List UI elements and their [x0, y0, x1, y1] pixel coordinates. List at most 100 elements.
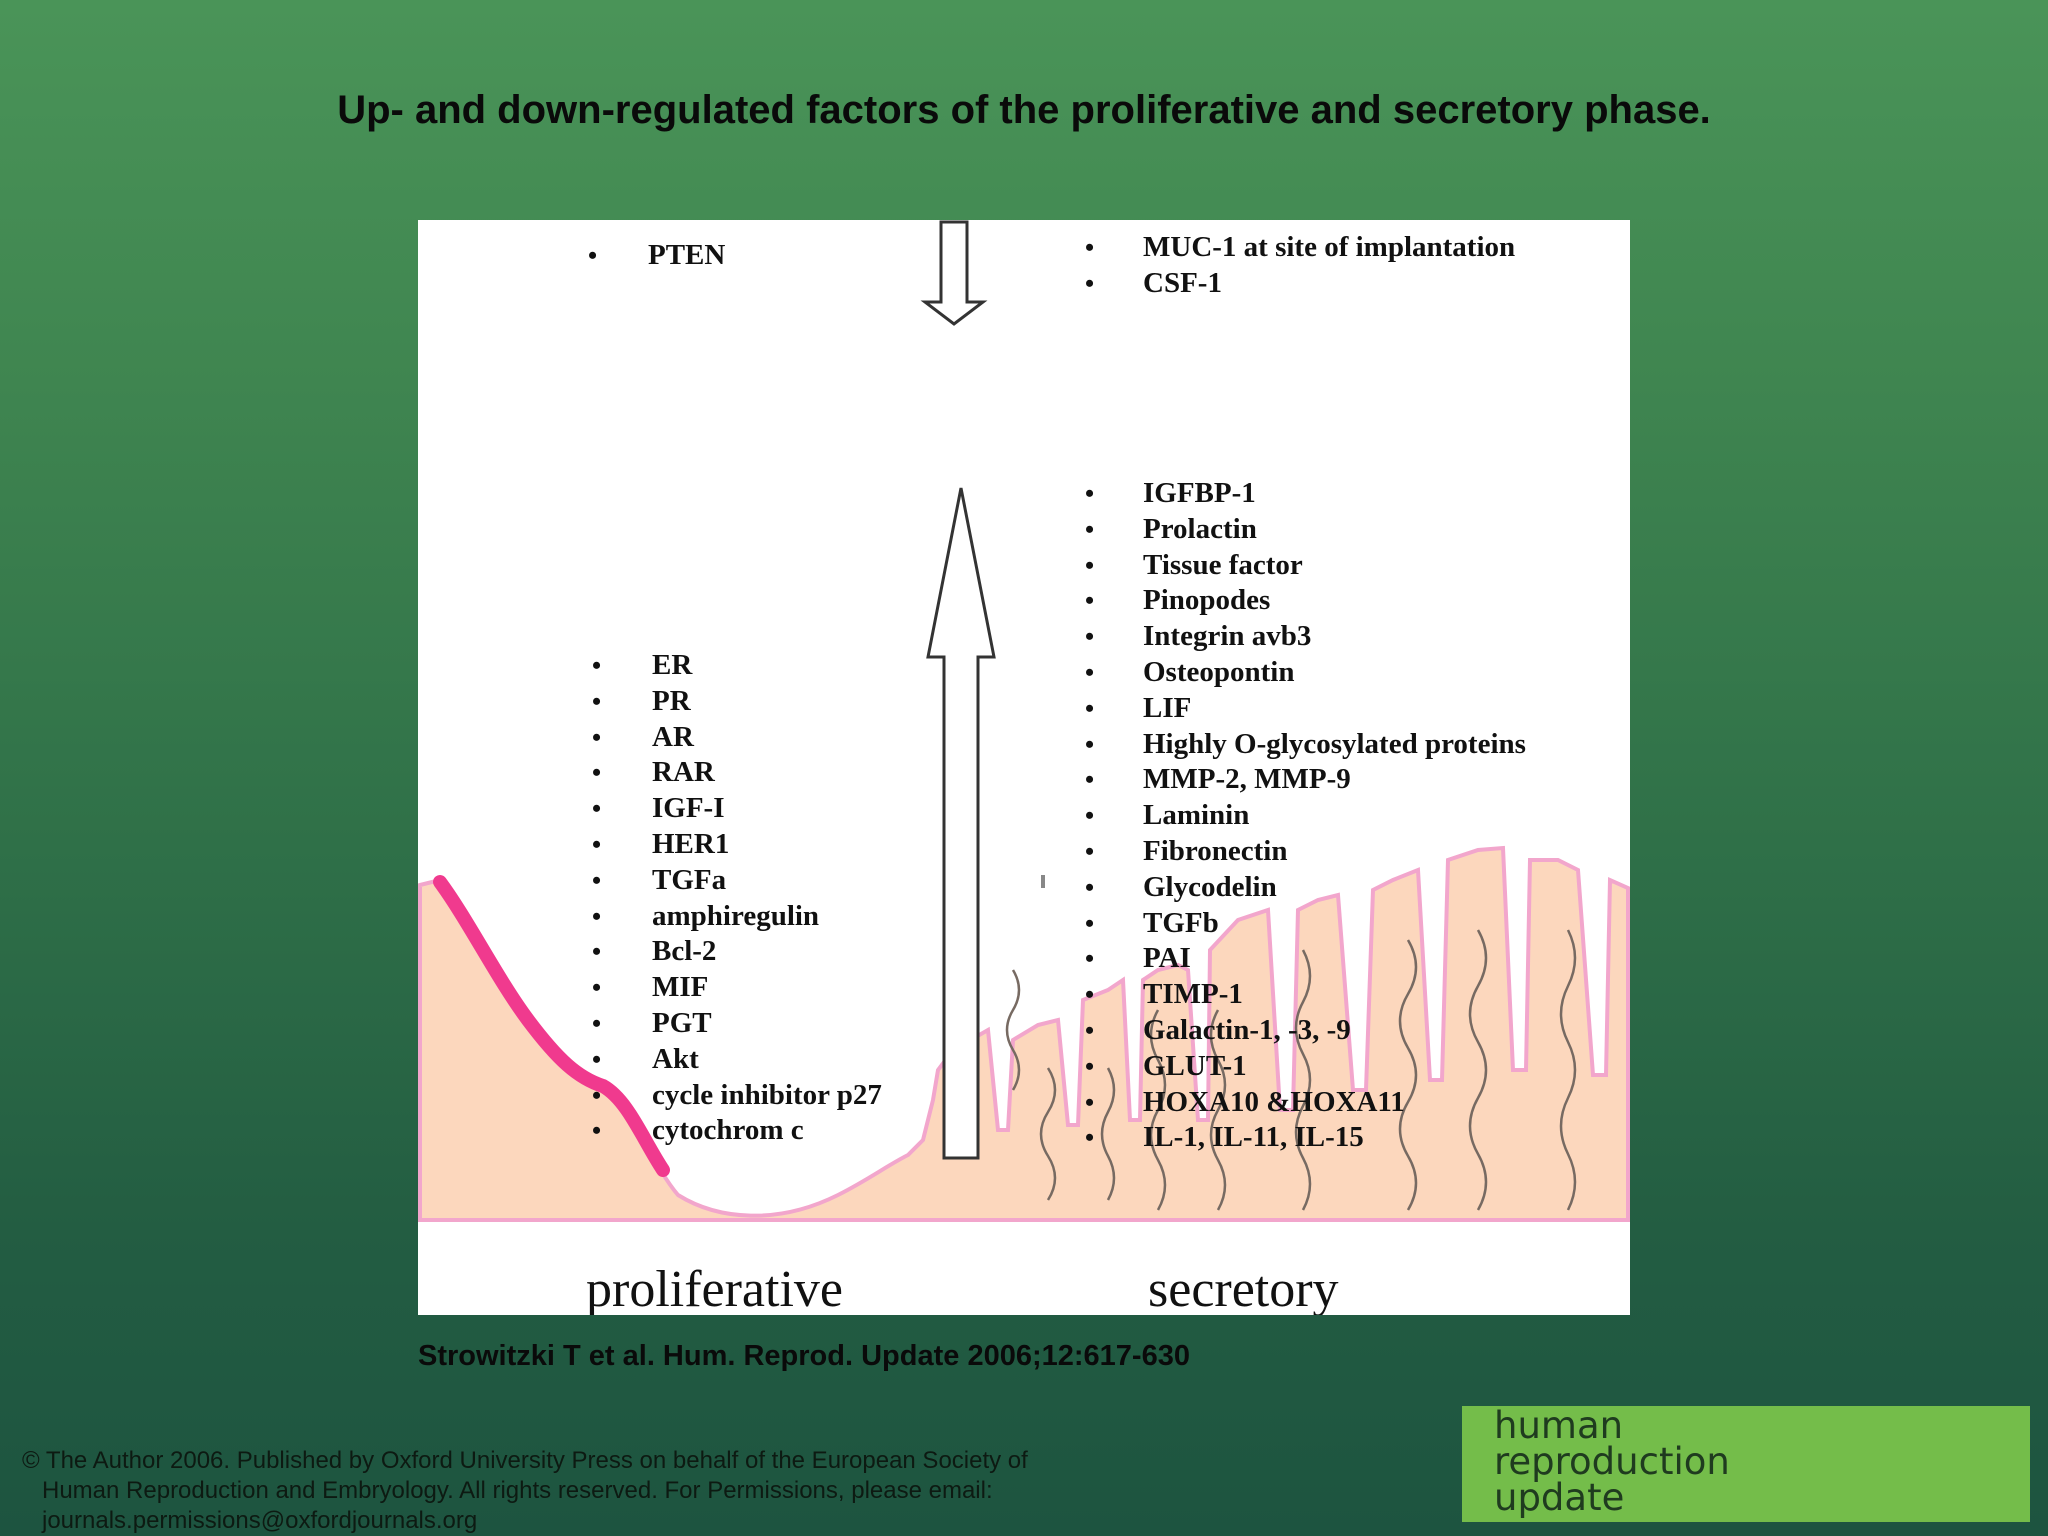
bullet-icon: • [592, 937, 602, 967]
bullet-icon: • [1085, 622, 1095, 652]
copyright-line: journals.permissions@oxfordjournals.org [42, 1507, 478, 1534]
list-item-label: PAI [1143, 942, 1191, 975]
list-item-label: cytochrom c [652, 1114, 804, 1147]
gland-line [1039, 1067, 1057, 1201]
bullet-icon: • [1085, 729, 1095, 759]
figure-panel: • PTEN • MUC-1 at site of implantation • CS… [418, 220, 1630, 1315]
gland-lines [1005, 929, 1577, 1211]
bullet-icon: • [1085, 765, 1095, 795]
bullet-icon: • [1085, 268, 1095, 298]
bullet-icon: • [592, 973, 602, 1003]
list-item-label: Tissue factor [1143, 548, 1303, 581]
copyright-line: Human Reproduction and Embryology. All r… [42, 1477, 993, 1504]
gland-line [1398, 939, 1418, 1211]
logo-line: update [1494, 1476, 1625, 1519]
bullet-icon: • [592, 722, 602, 752]
list-item-label: amphiregulin [652, 899, 820, 932]
gland-line [1149, 1009, 1167, 1211]
bullet-icon: • [592, 1116, 602, 1146]
gland-line [1559, 929, 1577, 1211]
slide-title: Up- and down-regulated factors of the pr… [337, 88, 1711, 132]
bullet-icon: • [588, 241, 598, 270]
copyright-line: © The Author 2006. Published by Oxford U… [22, 1447, 1028, 1474]
bullet-icon: • [1085, 657, 1095, 687]
endometrium-illustration [418, 220, 1630, 1222]
bullet-icon: • [1085, 1087, 1095, 1117]
list-item-label: PR [652, 684, 691, 717]
bullet-icon: • [1085, 550, 1095, 580]
list-item-label: IL-1, IL-11, IL-15 [1143, 1121, 1364, 1154]
bullet-icon: • [1085, 233, 1095, 262]
list-item-label: cycle inhibitor p27 [652, 1078, 882, 1111]
list-item-label: TGFb [1143, 906, 1219, 939]
bullet-icon: • [1085, 980, 1095, 1010]
bullet-icon: • [592, 794, 602, 824]
gland-line [1468, 929, 1488, 1211]
proliferative-label: proliferative [586, 1261, 843, 1315]
bullet-icon: • [592, 829, 602, 859]
list-item-label: PGT [652, 1006, 712, 1039]
list-item-label: GLUT-1 [1143, 1049, 1247, 1082]
bullet-icon: • [1085, 836, 1095, 866]
list-item-label: MMP-2, MMP-9 [1143, 763, 1351, 796]
down-arrow-icon [920, 220, 988, 326]
list-item-label: AR [652, 720, 694, 753]
bullet-icon: • [1085, 479, 1095, 508]
bullet-icon: • [592, 1008, 602, 1038]
list-item-label: PTEN [648, 239, 726, 271]
gland-line [1209, 1009, 1227, 1211]
list-item-label: Pinopodes [1143, 584, 1271, 617]
bullet-icon: • [1085, 586, 1095, 616]
bullet-icon: • [1085, 1015, 1095, 1045]
bullet-icon: • [1085, 1123, 1095, 1153]
bullet-icon: • [592, 865, 602, 895]
bullet-icon: • [592, 758, 602, 788]
list-item-label: CSF-1 [1143, 266, 1222, 299]
bullet-icon: • [1085, 514, 1095, 544]
gland-line [1294, 949, 1312, 1211]
bullet-icon: • [1085, 1051, 1095, 1081]
list-item-label: Bcl-2 [652, 935, 717, 968]
secretory-label: secretory [1148, 1261, 1339, 1315]
tick-mark [1041, 875, 1045, 888]
bullet-icon: • [592, 686, 602, 716]
list-item-label: TIMP-1 [1143, 978, 1243, 1011]
bullet-icon: • [592, 1080, 602, 1110]
list-item-label: MUC-1 at site of implantation [1143, 231, 1516, 263]
up-arrow-icon [926, 487, 996, 1160]
list-item-label: Galactin-1, -3, -9 [1143, 1013, 1351, 1046]
list-item-label: Osteopontin [1143, 655, 1295, 688]
list-item-label: HOXA10 &HOXA11 [1143, 1085, 1405, 1118]
list-item-label: IGFBP-1 [1143, 477, 1256, 509]
list-item-label: RAR [652, 756, 715, 789]
list-item-label: Glycodelin [1143, 870, 1277, 903]
list-item-label: Highly O-glycosylated proteins [1143, 727, 1526, 760]
list-item-label: TGFa [652, 863, 727, 896]
tissue-body [418, 845, 1630, 1222]
epithelium-line [433, 875, 670, 1177]
list-item-label: Prolactin [1143, 512, 1257, 545]
logo-line: reproduction [1494, 1440, 1730, 1483]
list-item-label: MIF [652, 971, 709, 1004]
bullet-icon: • [592, 901, 602, 931]
bullet-icon: • [592, 1044, 602, 1074]
list-item-label: Integrin avb3 [1143, 620, 1312, 653]
bullet-icon: • [1085, 908, 1095, 938]
list-item-label: HER1 [652, 827, 730, 860]
bullet-icon: • [1085, 872, 1095, 902]
list-item-label: ER [652, 649, 693, 681]
bullet-icon: • [1085, 801, 1095, 831]
bullet-icon: • [592, 651, 602, 680]
gland-line [1005, 969, 1021, 1091]
gland-line [1100, 1067, 1116, 1201]
list-item-label: IGF-I [652, 792, 725, 825]
list-item-label: LIF [1143, 691, 1192, 724]
bullet-icon: • [1085, 693, 1095, 723]
list-item-label: Fibronectin [1143, 834, 1288, 867]
copyright-notice: © The Author 2006. Published by Oxford U… [22, 1446, 1182, 1536]
bullet-icon: • [1085, 944, 1095, 974]
logo-line: human [1494, 1404, 1624, 1447]
list-item-label: Laminin [1143, 799, 1250, 832]
citation: Strowitzki T et al. Hum. Reprod. Update … [418, 1340, 1190, 1372]
journal-logo: human reproduction update [1462, 1406, 2030, 1522]
